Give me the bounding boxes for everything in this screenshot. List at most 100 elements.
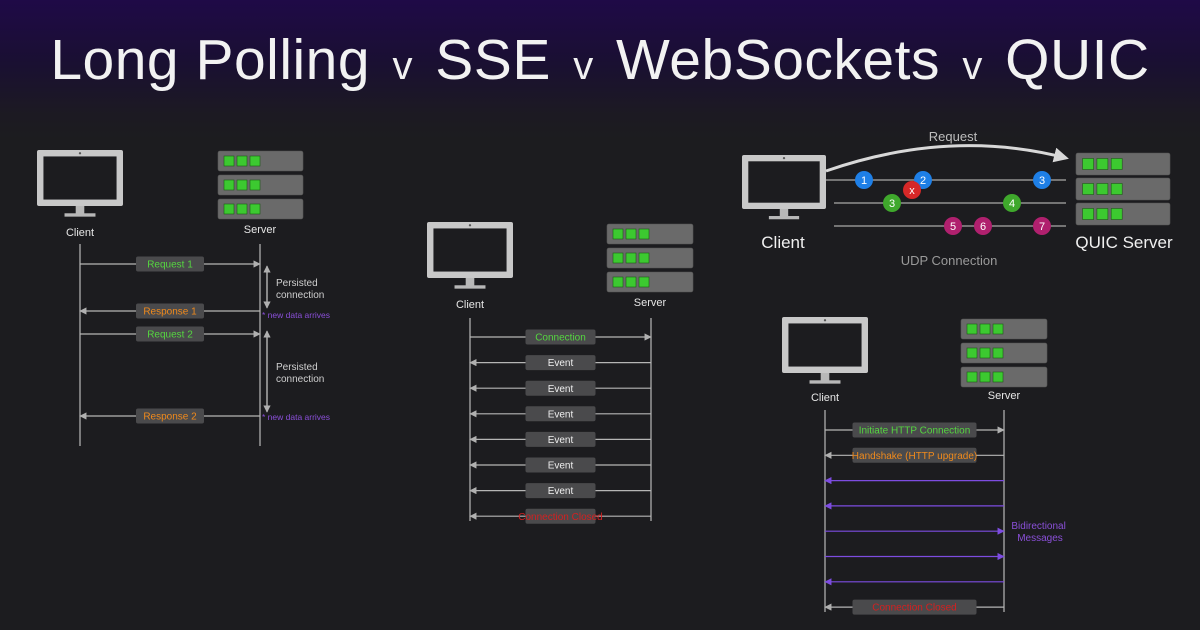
server-led: [249, 203, 261, 215]
monitor-base: [454, 285, 486, 289]
server-led: [249, 179, 261, 191]
persisted-note: Persisted connection: [276, 278, 324, 301]
client-label: Client: [761, 233, 805, 252]
message-label-box: [136, 303, 204, 319]
monitor-camera: [468, 224, 472, 227]
packet-label: 4: [1009, 198, 1015, 210]
server-led: [966, 347, 978, 359]
server-label: Server: [244, 224, 277, 236]
packet-label: 3: [889, 198, 895, 210]
server-led: [1082, 158, 1094, 170]
persisted-note: Persisted connection: [276, 362, 324, 385]
packet-label: 3: [1039, 175, 1045, 187]
server-led: [223, 179, 235, 191]
message-label: Event: [548, 358, 574, 369]
server-label: QUIC Server: [1075, 233, 1173, 252]
packet-node: [883, 194, 901, 212]
websockets-diagram: Client Server Initiate HTTP ConnectionHa…: [782, 317, 1068, 615]
server-led: [979, 347, 991, 359]
page-title: Long Polling v SSE v WebSockets v QUIC: [0, 28, 1200, 98]
message-label: Event: [548, 461, 574, 472]
server-label: Server: [988, 390, 1021, 402]
message-label: Event: [548, 384, 574, 395]
message-label-box: [525, 431, 596, 447]
server-led: [236, 155, 248, 167]
message-label: Event: [548, 486, 574, 497]
server-rack-icon: [1075, 152, 1171, 226]
server-led: [638, 228, 650, 240]
title-separator: v: [573, 44, 594, 88]
client-label: Client: [811, 392, 839, 404]
server-led: [992, 371, 1004, 383]
lost-packet-icon: [903, 181, 921, 199]
server-rack-icon: [606, 223, 694, 293]
monitor-screen: [43, 156, 117, 200]
server-led: [966, 323, 978, 335]
title-separator: v: [962, 44, 983, 88]
message-label-box: [525, 457, 596, 473]
server-led: [1096, 208, 1109, 220]
new-data-note: * new data arrives: [262, 310, 330, 320]
server-led: [1082, 183, 1094, 195]
client-label: Client: [66, 227, 94, 239]
message-label-box: [525, 355, 596, 371]
monitor-screen: [433, 228, 507, 272]
monitor-base: [809, 380, 841, 384]
message-label: Initiate HTTP Connection: [859, 426, 971, 437]
request-arrow: [825, 144, 1069, 173]
message-label: Event: [548, 435, 574, 446]
message-label-box: [852, 599, 977, 615]
packet-label: 7: [1039, 221, 1045, 233]
server-led: [625, 228, 637, 240]
message-label: Request 1: [147, 260, 193, 271]
message-label-box: [852, 422, 977, 438]
message-label: Connection: [535, 333, 586, 344]
message-label-box: [136, 256, 204, 272]
server-label: Server: [634, 297, 667, 309]
packet-node: [1033, 217, 1051, 235]
bidirectional-note: Bidirectional Messages: [1011, 521, 1068, 544]
server-led: [249, 155, 261, 167]
sse-diagram: Client Server ConnectionEventEventEventE…: [427, 222, 694, 524]
title-quic: QUIC: [1005, 28, 1150, 92]
message-list: ConnectionEventEventEventEventEventEvent…: [469, 329, 652, 524]
monitor-base: [64, 213, 96, 217]
server-led: [1110, 208, 1123, 220]
message-label: Event: [548, 409, 574, 420]
packet-node: [855, 171, 873, 189]
server-led: [992, 347, 1004, 359]
title-sse: SSE: [435, 28, 551, 92]
monitor-neck: [779, 209, 789, 217]
monitor-camera: [823, 319, 827, 322]
packet-node: [1033, 171, 1051, 189]
server-led: [612, 252, 624, 264]
message-label-box: [136, 326, 204, 342]
message-label: Handshake (HTTP upgrade): [852, 451, 977, 462]
monitor-neck: [465, 278, 475, 286]
client-label: Client: [456, 299, 484, 311]
monitor-base: [768, 216, 800, 220]
packet-node: [1003, 194, 1021, 212]
new-data-note: * new data arrives: [262, 412, 330, 422]
message-label: Connection Closed: [872, 603, 957, 614]
server-led: [612, 276, 624, 288]
client-monitor-icon: [782, 317, 868, 384]
server-led: [236, 203, 248, 215]
server-led: [979, 371, 991, 383]
monitor-screen: [788, 323, 862, 367]
message-label-box: [525, 380, 596, 396]
packet-label: 2: [920, 175, 926, 187]
title-separator: v: [392, 44, 413, 88]
packet-label: 6: [980, 221, 986, 233]
server-led: [979, 323, 991, 335]
server-led: [223, 155, 235, 167]
packet-node: [944, 217, 962, 235]
server-led: [638, 252, 650, 264]
client-monitor-icon: [37, 150, 123, 217]
title-websockets: WebSockets: [616, 28, 940, 92]
server-led: [625, 252, 637, 264]
monitor-camera: [78, 152, 82, 155]
server-led: [1110, 158, 1123, 170]
